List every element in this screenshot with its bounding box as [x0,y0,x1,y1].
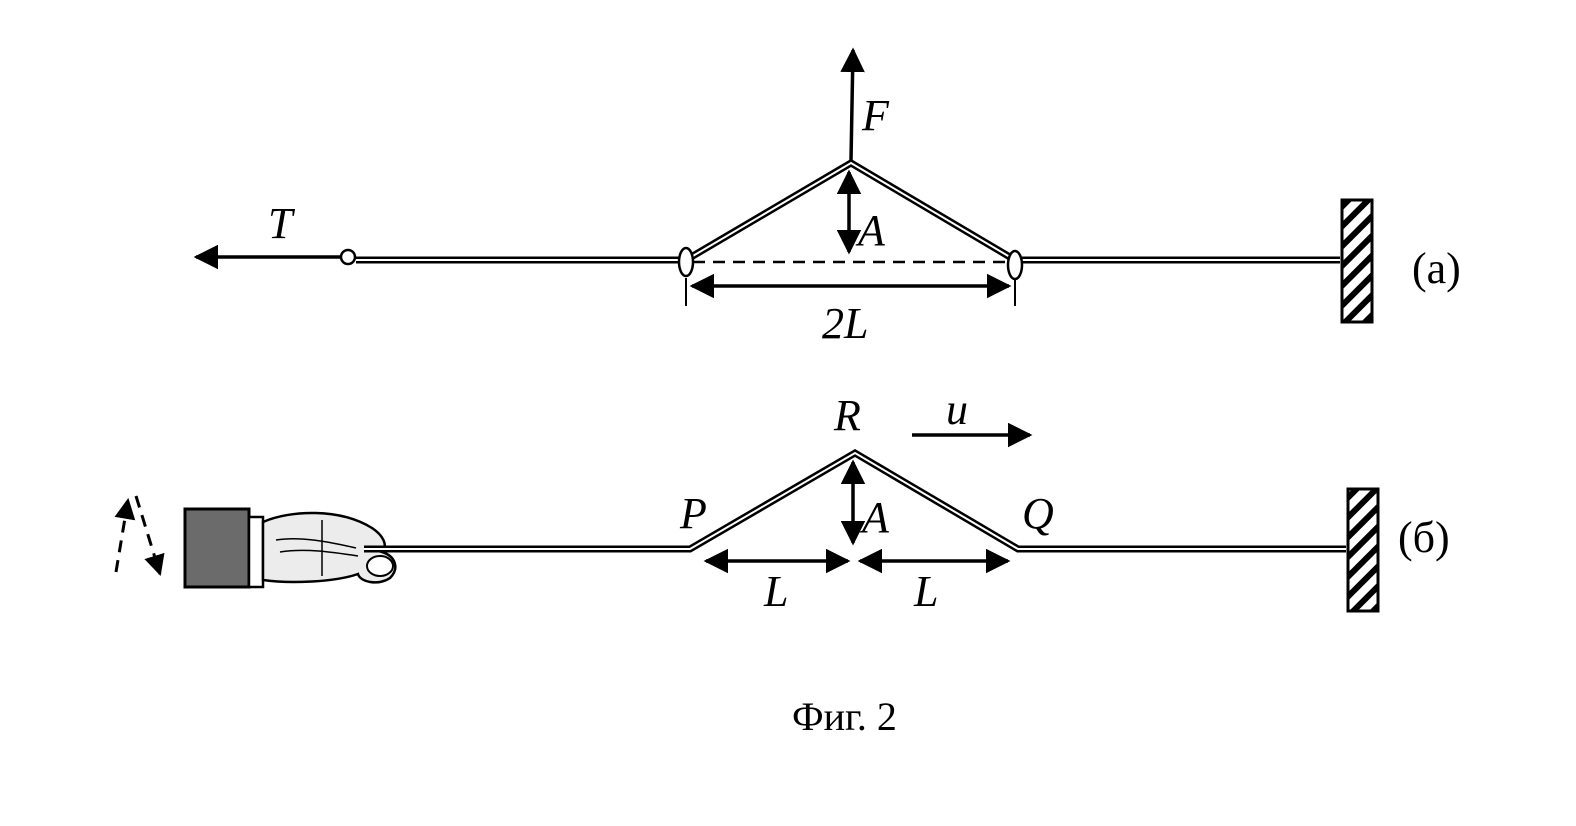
panel-a: T F A 2L (a) [193,47,1461,348]
peak-r-label: R [833,391,861,440]
oscillation-arrows-icon [114,495,165,577]
left-ring [677,246,695,278]
amplitude-label-b: A [859,493,890,542]
force-label: F [861,91,890,140]
panel-a-tag: (a) [1412,244,1461,293]
point-p-label: P [679,489,707,538]
panel-b: P R Q u A L L (б) [114,385,1450,616]
tension-label: T [268,199,296,248]
velocity-label: u [946,385,968,434]
hand-icon [183,507,397,589]
string-end-ring [339,248,357,266]
right-span-label: L [913,567,938,616]
panel-b-tag: (б) [1398,513,1450,562]
span-label: 2L [822,299,868,348]
figure-caption: Фиг. 2 [792,694,897,739]
left-span-label: L [763,567,788,616]
wall-a [1340,198,1374,324]
amplitude-label-a: A [855,206,886,255]
string-a [356,158,1340,264]
wall-b [1346,487,1380,613]
string-b [364,448,1346,553]
point-q-label: Q [1022,489,1054,538]
force-arrow [840,47,865,161]
right-ring [1006,249,1024,281]
